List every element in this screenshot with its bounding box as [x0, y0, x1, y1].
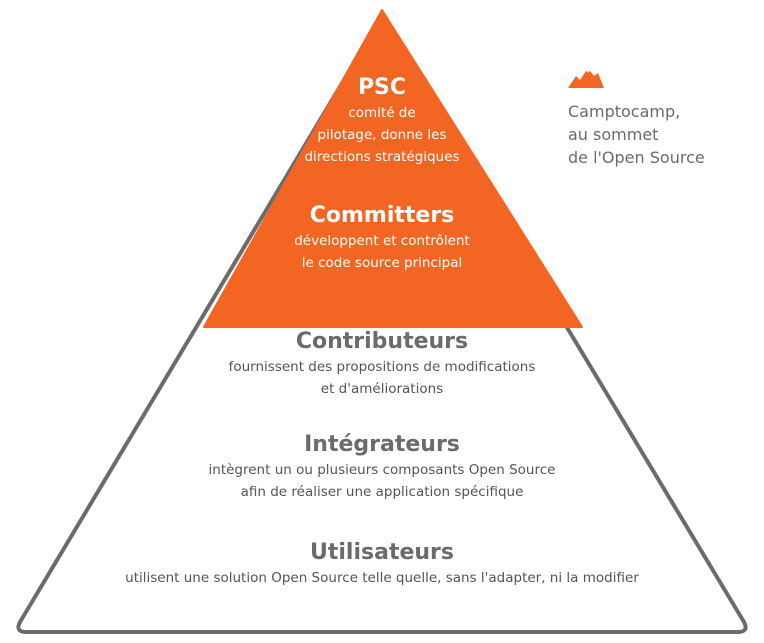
level-description: intègrent un ou plusieurs composants Ope… [0, 459, 764, 503]
level-description-line: développent et contrôlent [294, 233, 470, 249]
level-description-line: utilisent une solution Open Source telle… [125, 570, 639, 586]
level-description-line: comité de [348, 105, 416, 121]
level-title: Utilisateurs [310, 540, 454, 565]
level-description-line: pilotage, donne les [317, 127, 447, 143]
level-description: comité de pilotage, donne les directions s… [0, 102, 764, 168]
mountain-logo-icon [568, 68, 604, 88]
level-description: fournissent des propositions de modifica… [0, 356, 764, 400]
level-description-line: directions stratégiques [304, 149, 460, 165]
pyramid-top-section [203, 9, 583, 328]
level-description-line: et d'améliorations [320, 381, 444, 397]
level-description-line: intègrent un ou plusieurs composants Ope… [208, 462, 556, 478]
level-title: Committers [309, 203, 455, 228]
brand-block: Camptocamp, au sommet de l'Open Source [568, 66, 758, 169]
level-integrateurs: Intégrateurs intègrent un ou plusieurs c… [0, 431, 764, 503]
level-description-line: le code source principal [301, 255, 463, 271]
level-title: Contributeurs [295, 329, 469, 354]
level-utilisateurs: Utilisateurs utilisent une solution Open… [0, 539, 764, 589]
level-contributeurs: Contributeurs fournissent des propositio… [0, 328, 764, 400]
level-committers: Committers développent et contrôlent le c… [0, 202, 764, 274]
level-description: utilisent une solution Open Source telle… [0, 567, 764, 589]
brand-caption: Camptocamp, au sommet de l'Open Source [568, 102, 705, 167]
level-title: PSC [357, 75, 407, 100]
level-description-line: fournissent des propositions de modifica… [228, 359, 536, 375]
level-psc: PSC comité de pilotage, donne les directio… [0, 74, 764, 168]
level-title: Intégrateurs [304, 432, 460, 457]
level-description: développent et contrôlent le code source … [0, 230, 764, 274]
level-description-line: afin de réaliser une application spécifi… [240, 484, 524, 500]
